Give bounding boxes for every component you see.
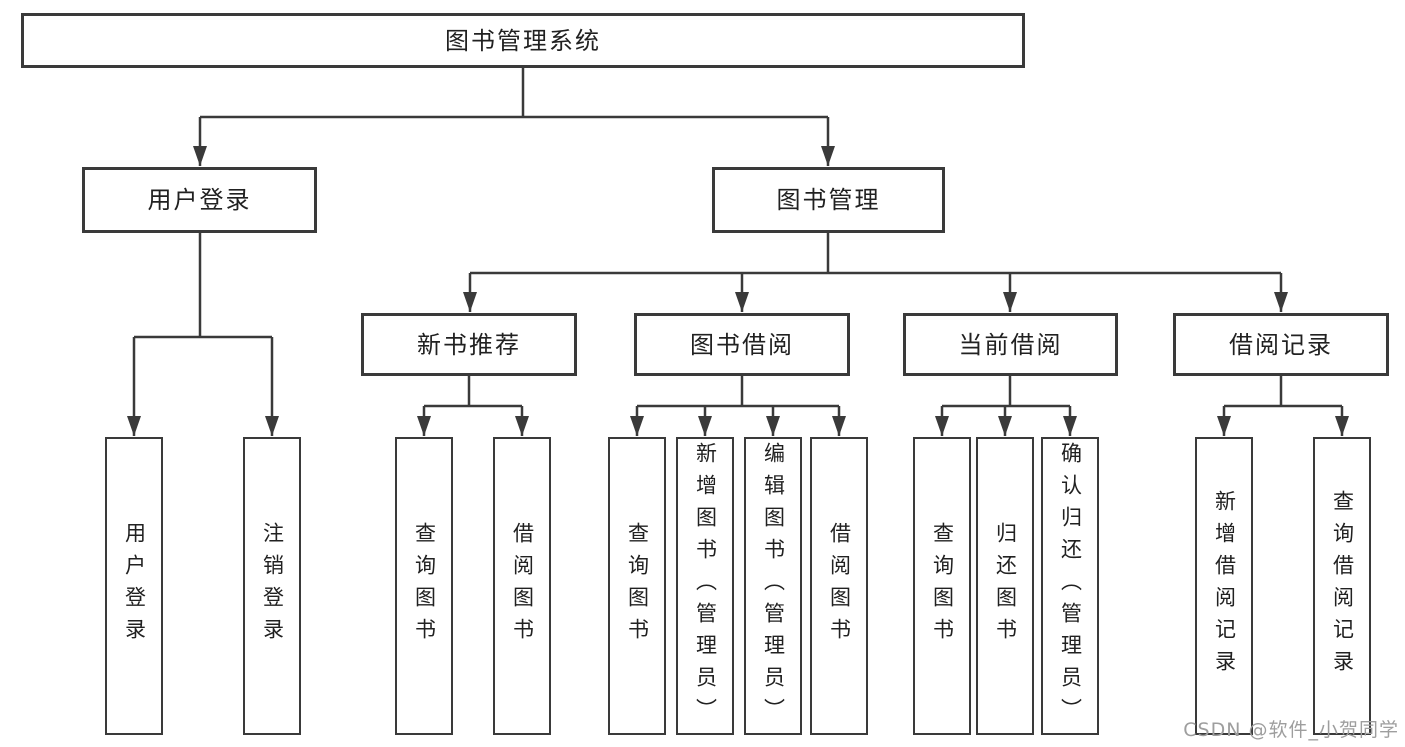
leaf-return-book: 归还图书: [976, 437, 1034, 735]
node-book-management: 图书管理: [712, 167, 945, 233]
leaf-borrow-books: 借阅图书: [810, 437, 868, 735]
leaf-edit-book-admin: 编辑图书（管理员）: [744, 437, 802, 735]
node-book-management-system: 图书管理系统: [21, 13, 1025, 68]
leaf-logout: 注销登录: [243, 437, 301, 735]
leaf-add-book-admin: 新增图书（管理员）: [676, 437, 734, 735]
leaf-add-borrow-record: 新增借阅记录: [1195, 437, 1253, 735]
node-borrowing-records: 借阅记录: [1173, 313, 1389, 376]
leaf-user-login: 用户登录: [105, 437, 163, 735]
leaf-borrow-books-recommend: 借阅图书: [493, 437, 551, 735]
node-new-book-recommend: 新书推荐: [361, 313, 577, 376]
leaf-query-books-borrowing: 查询图书: [608, 437, 666, 735]
watermark: CSDN @软件_小贺同学: [1183, 719, 1399, 741]
node-current-borrowing: 当前借阅: [903, 313, 1118, 376]
leaf-confirm-return-admin: 确认归还（管理员）: [1041, 437, 1099, 735]
leaf-query-borrow-record: 查询借阅记录: [1313, 437, 1371, 735]
leaf-query-books-recommend: 查询图书: [395, 437, 453, 735]
leaf-query-books-current: 查询图书: [913, 437, 971, 735]
node-user-login-branch: 用户登录: [82, 167, 317, 233]
node-book-borrowing: 图书借阅: [634, 313, 850, 376]
